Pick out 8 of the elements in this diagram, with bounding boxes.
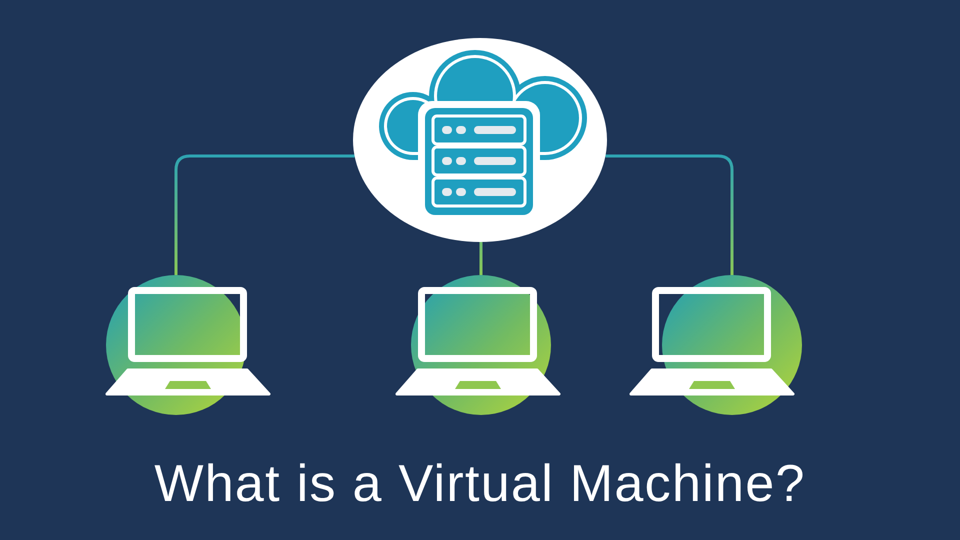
connector-line (480, 242, 482, 275)
connector-line (605, 154, 734, 275)
laptop-illustration (628, 275, 802, 415)
laptop-illustration (394, 275, 562, 415)
laptop-illustration (104, 275, 272, 415)
cloud-server-illustration (353, 38, 607, 242)
title: What is a Virtual Machine? (154, 454, 806, 514)
connector-line (174, 154, 355, 275)
